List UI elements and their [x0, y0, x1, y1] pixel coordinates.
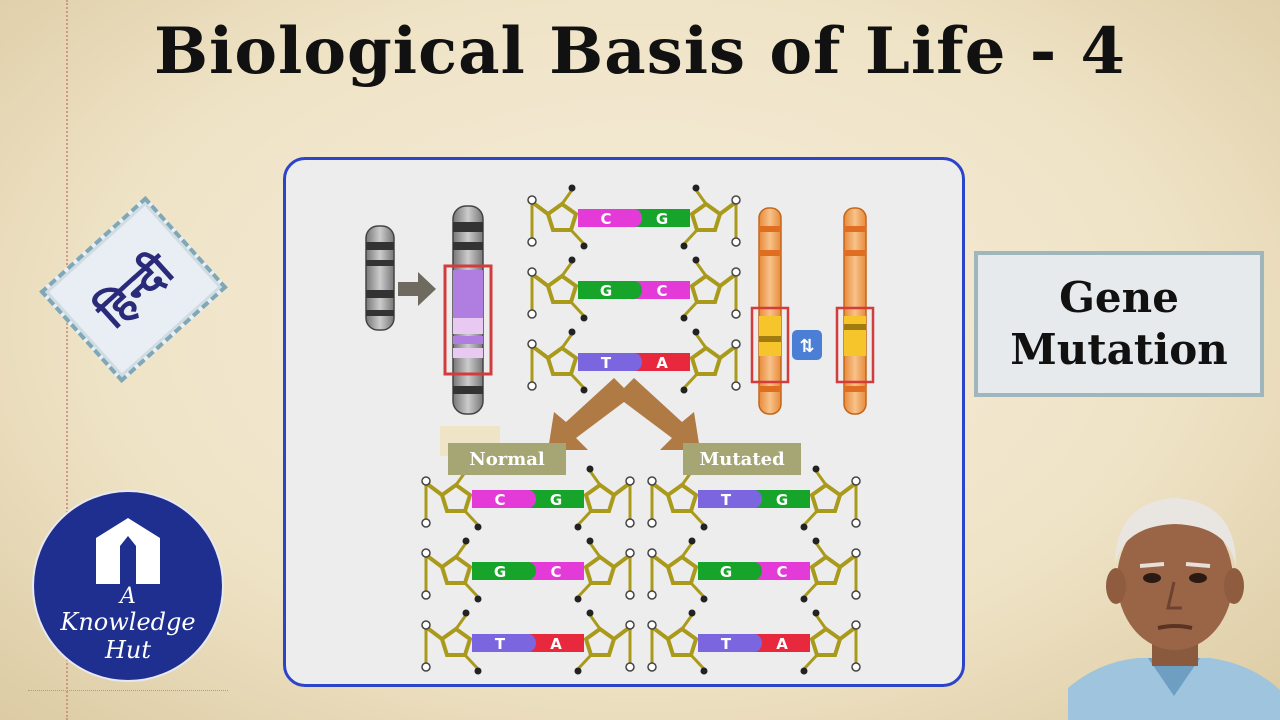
- knowledge-hut-logo: A Knowledge Hut: [32, 490, 224, 682]
- top-base-label: C: [656, 282, 667, 300]
- normal-base-G-1: [528, 490, 584, 508]
- mutated-base-label: G: [776, 491, 788, 509]
- top-base-C-2: [634, 281, 690, 299]
- normal-base-label: G: [550, 491, 562, 509]
- normal-base-label: C: [550, 563, 561, 581]
- normal-base-A-3: [528, 634, 584, 652]
- svg-text:⇅: ⇅: [799, 336, 814, 357]
- page-title: Biological Basis of Life - 4: [153, 14, 1127, 89]
- logo-line-3: Hut: [104, 636, 152, 664]
- decorative-rule: [28, 690, 228, 691]
- mutated-base-label: G: [720, 563, 732, 581]
- mutated-base-T-1: [698, 490, 754, 508]
- mutated-label: Mutated: [683, 443, 801, 475]
- hindi-badge-text: हिन्दी: [87, 244, 184, 339]
- topic-box: Gene Mutation: [974, 251, 1264, 397]
- top-base-T-3: [578, 353, 634, 371]
- normal-base-T-3: [472, 634, 528, 652]
- normal-base-G-2: [472, 562, 528, 580]
- chromosome-icon-large: [443, 205, 493, 415]
- mutated-base-label: T: [721, 635, 732, 653]
- presenter-photo: [1068, 482, 1280, 720]
- normal-base-C-2: [528, 562, 584, 580]
- top-base-G-1: [634, 209, 690, 227]
- swap-icon: ⇅: [792, 330, 822, 360]
- logo-line-1: A: [120, 584, 136, 609]
- normal-base-label: A: [550, 635, 562, 653]
- house-icon: [96, 518, 160, 584]
- mutated-base-T-3: [698, 634, 754, 652]
- normal-base-label: C: [494, 491, 505, 509]
- normal-base-label: T: [495, 635, 506, 653]
- topic-line-1: Gene: [1059, 272, 1179, 322]
- top-base-label: G: [656, 210, 668, 228]
- mutated-base-A-3: [754, 634, 810, 652]
- arrow-right-icon: [398, 272, 436, 306]
- logo-line-2: Knowledge: [60, 608, 196, 636]
- top-base-label: G: [600, 282, 612, 300]
- mutated-base-label: C: [776, 563, 787, 581]
- mutated-base-G-1: [754, 490, 810, 508]
- normal-base-C-1: [472, 490, 528, 508]
- top-base-A-3: [634, 353, 690, 371]
- normal-base-label: G: [494, 563, 506, 581]
- chromosome-icon-small: [365, 225, 395, 331]
- page-margin-line: [66, 0, 68, 720]
- top-base-C-1: [578, 209, 634, 227]
- mutated-base-label: T: [721, 491, 732, 509]
- top-base-label: C: [600, 210, 611, 228]
- mutated-base-label: A: [776, 635, 788, 653]
- top-base-G-2: [578, 281, 634, 299]
- branch-arrows: [548, 378, 700, 450]
- mutated-base-C-2: [754, 562, 810, 580]
- top-base-label: A: [656, 354, 668, 372]
- topic-line-2: Mutation: [1010, 325, 1228, 374]
- chromosome-icon-orange-left: [750, 207, 790, 415]
- chromosome-icon-orange-right: [835, 207, 875, 415]
- top-base-label: T: [601, 354, 612, 372]
- normal-label: Normal: [448, 443, 566, 475]
- mutated-base-G-2: [698, 562, 754, 580]
